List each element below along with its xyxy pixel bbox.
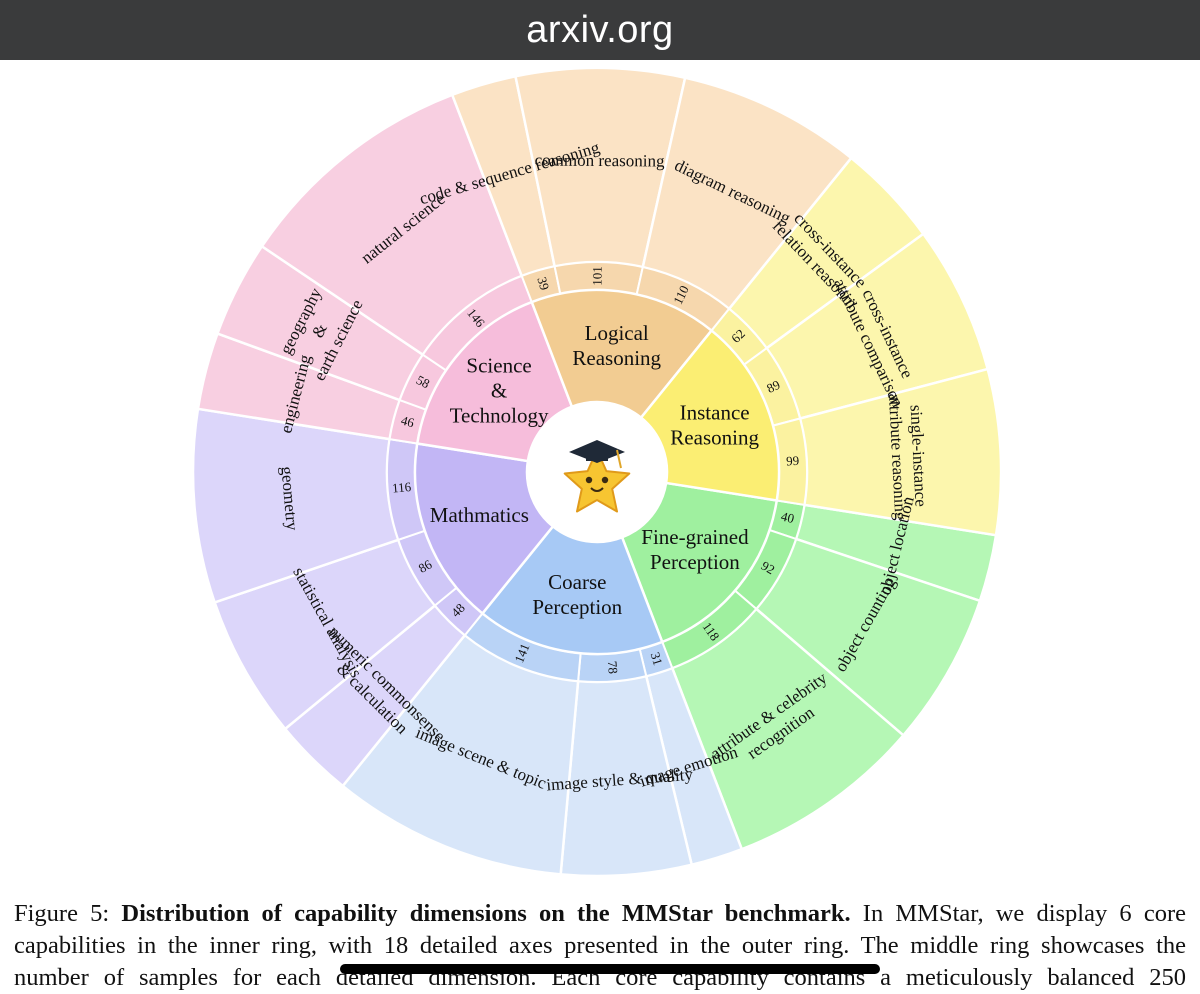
value-label-image-emotion: 31 bbox=[648, 650, 666, 667]
caption-text-1: In MMStar, we display 6 core bbox=[850, 900, 1186, 927]
value-label-object-location: 40 bbox=[780, 508, 796, 526]
value-label-diagram-reasoning: 110 bbox=[670, 283, 692, 307]
star-smile bbox=[590, 487, 604, 492]
graduation-cap-base bbox=[586, 453, 608, 461]
graduation-tassel bbox=[616, 449, 622, 469]
axis-label-common-reasoning: common reasoning bbox=[535, 150, 665, 170]
figure-caption: Figure 5: Distribution of capability dim… bbox=[14, 898, 1186, 994]
star-eye-left bbox=[585, 476, 593, 484]
value-label-image-scene-topic: 141 bbox=[511, 641, 532, 665]
caption-figure-number: Figure 5: bbox=[14, 900, 122, 927]
value-label-code-sequence-reasoning: 39 bbox=[534, 275, 552, 292]
value-label-image-style-quality: 78 bbox=[605, 660, 621, 674]
core-label-mathmatics: Mathmatics bbox=[430, 503, 529, 527]
value-label-geometry: 116 bbox=[391, 479, 412, 496]
star-body bbox=[563, 449, 631, 513]
value-label-common-reasoning: 101 bbox=[590, 266, 605, 286]
scroll-indicator[interactable] bbox=[340, 964, 880, 974]
value-label-cross-instance-attribute-comparison: 89 bbox=[764, 377, 782, 396]
value-label-object-counting: 92 bbox=[759, 558, 778, 577]
value-label-engineering: 46 bbox=[399, 413, 416, 431]
inner-ring bbox=[413, 288, 781, 656]
core-label-science-technology: Science&Technology bbox=[450, 354, 549, 428]
value-label-single-instance-attribute-reasoning: 99 bbox=[786, 453, 800, 469]
graduation-star-mascot-icon bbox=[527, 402, 667, 542]
url-text: arxiv.org bbox=[526, 8, 674, 51]
caption-text-2: capabilities in the inner ring, with 18 … bbox=[14, 932, 1186, 959]
graduation-cap bbox=[569, 440, 625, 463]
middle-ring bbox=[386, 261, 808, 683]
caption-title: Distribution of capability dimensions on… bbox=[121, 900, 851, 927]
browser-url-bar[interactable]: arxiv.org bbox=[0, 0, 1200, 60]
value-label-geography-earth-science: 58 bbox=[414, 372, 432, 391]
star-eye-right bbox=[601, 476, 609, 484]
